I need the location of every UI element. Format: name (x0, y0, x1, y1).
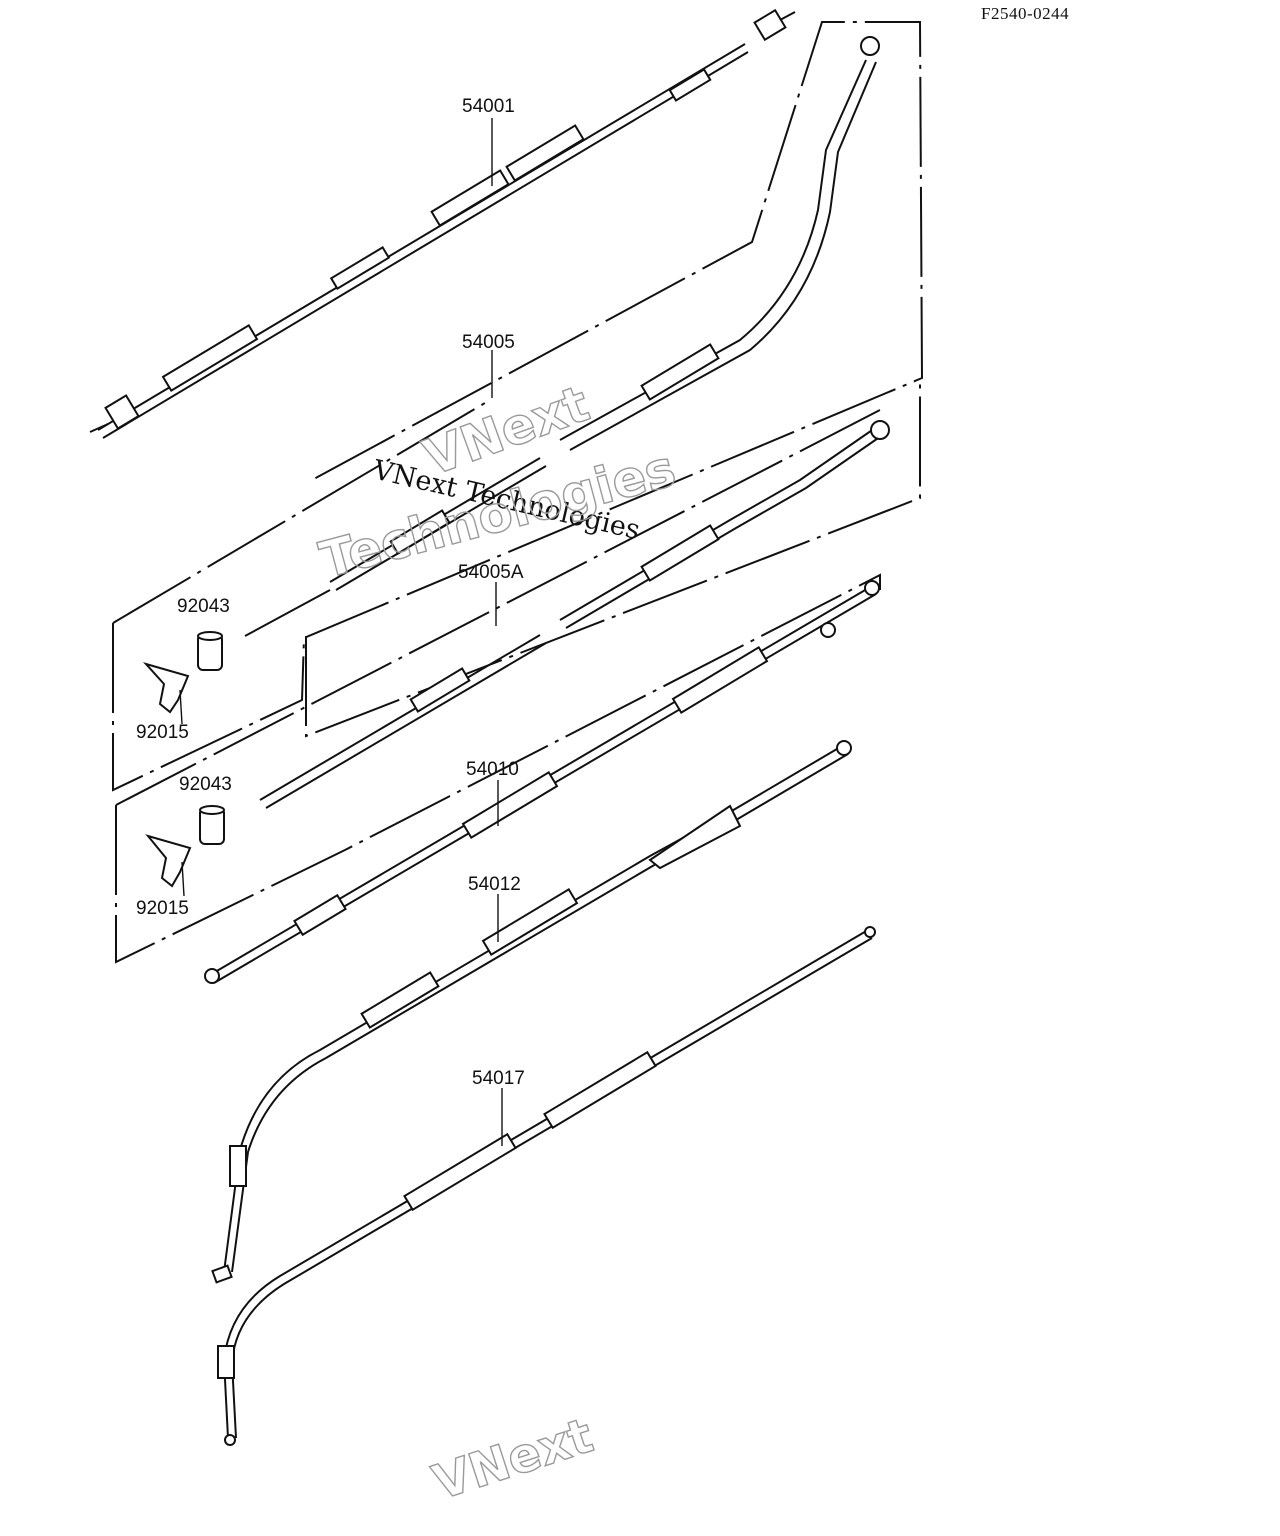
cable-54010[interactable] (204, 580, 880, 984)
part-label-92043-lower: 92043 (179, 774, 232, 795)
leader-92015-lower (181, 861, 185, 897)
part-label-54010: 54010 (466, 759, 519, 780)
watermark-brand-footer: VNext (426, 1408, 599, 1512)
cable-54017[interactable] (217, 926, 876, 1446)
part-label-92015-lower: 92015 (136, 898, 189, 919)
outline-box-lower (115, 409, 881, 964)
cable-54001[interactable] (89, 8, 796, 439)
cable-54005A[interactable] (259, 420, 890, 809)
figure-code: F2540-0244 (981, 4, 1070, 23)
part-label-92043-upper: 92043 (177, 596, 230, 617)
cable-54005[interactable] (244, 36, 880, 637)
outline-box-54005 (112, 21, 924, 792)
adjuster-nut-92043-lower[interactable] (199, 805, 225, 845)
part-label-92015-upper: 92015 (136, 722, 189, 743)
part-label-54005A: 54005A (458, 562, 524, 583)
leader-92015-upper (179, 689, 183, 725)
holder-92015-upper[interactable] (142, 662, 190, 714)
part-label-54005: 54005 (462, 332, 515, 353)
adjuster-nut-92043-upper[interactable] (197, 631, 223, 671)
part-label-54001: 54001 (462, 96, 515, 117)
part-label-54012: 54012 (468, 874, 521, 895)
part-label-54017: 54017 (472, 1068, 525, 1089)
cable-54012[interactable] (211, 740, 852, 1284)
holder-92015-lower[interactable] (145, 834, 192, 888)
